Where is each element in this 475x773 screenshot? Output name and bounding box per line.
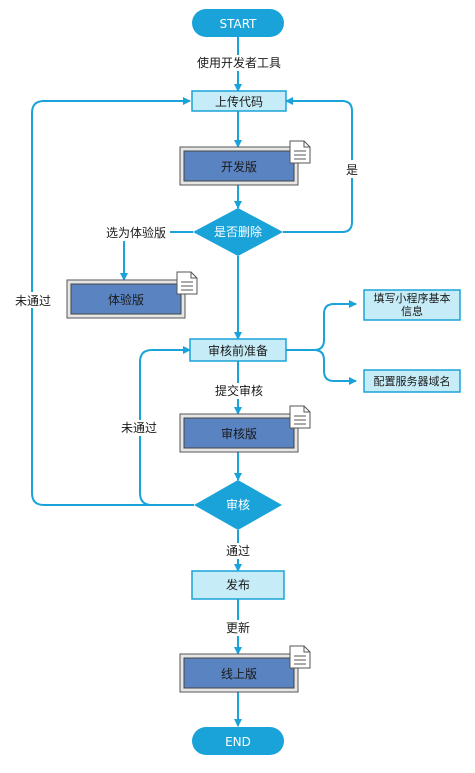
online-version-label: 线上版 [221,667,257,681]
label-use-devtools: 使用开发者工具 [197,55,281,70]
end-label: END [225,735,251,749]
edge-review-prep-to-fill-info [286,300,357,351]
online-version-node: 线上版 [179,645,311,693]
label-update: 更新 [226,620,250,635]
start-node: START [192,9,284,37]
label-not-passed-outer: 未通过 [15,294,51,308]
document-icon [289,140,311,164]
dev-version-label: 开发版 [221,159,257,174]
label-submit-review: 提交审核 [215,383,263,398]
config-domain-node: 配置服务器域名 [363,369,461,393]
upload-code-node: 上传代码 [191,90,287,112]
fill-info-label-line1: 填写小程序基本 [374,291,451,305]
start-label: START [219,17,257,31]
is-delete-label: 是否删除 [214,224,262,239]
edges [31,37,357,727]
is-delete-decision: 是否删除 [193,208,283,256]
review-decision: 审核 [194,480,282,530]
label-not-passed-inner: 未通过 [121,421,157,435]
label-passed: 通过 [226,544,250,558]
upload-code-label: 上传代码 [215,94,263,109]
edge-labels: 使用开发者工具 是 选为体验版 未通过 提交审核 未通过 通过 更新 [12,55,361,636]
review-prep-node: 审核前准备 [189,338,287,362]
review-label: 审核 [226,497,250,512]
edge-review-prep-to-config [313,349,357,385]
fill-info-node: 填写小程序基本 信息 [363,289,461,321]
document-icon [176,271,198,295]
label-yes: 是 [346,163,358,177]
fill-info-label-line2: 信息 [401,304,423,318]
config-domain-label: 配置服务器域名 [374,374,451,388]
review-version-label: 审核版 [221,426,257,441]
document-icon [289,405,311,429]
publish-label: 发布 [226,577,250,592]
end-node: END [192,727,284,755]
dev-version-node: 开发版 [179,140,311,186]
trial-version-label: 体验版 [108,292,144,307]
review-version-node: 审核版 [179,405,311,453]
label-select-as-trial: 选为体验版 [106,225,166,240]
review-prep-label: 审核前准备 [208,343,268,358]
document-icon [289,645,311,669]
trial-version-node: 体验版 [66,271,198,319]
publish-node: 发布 [191,570,285,600]
